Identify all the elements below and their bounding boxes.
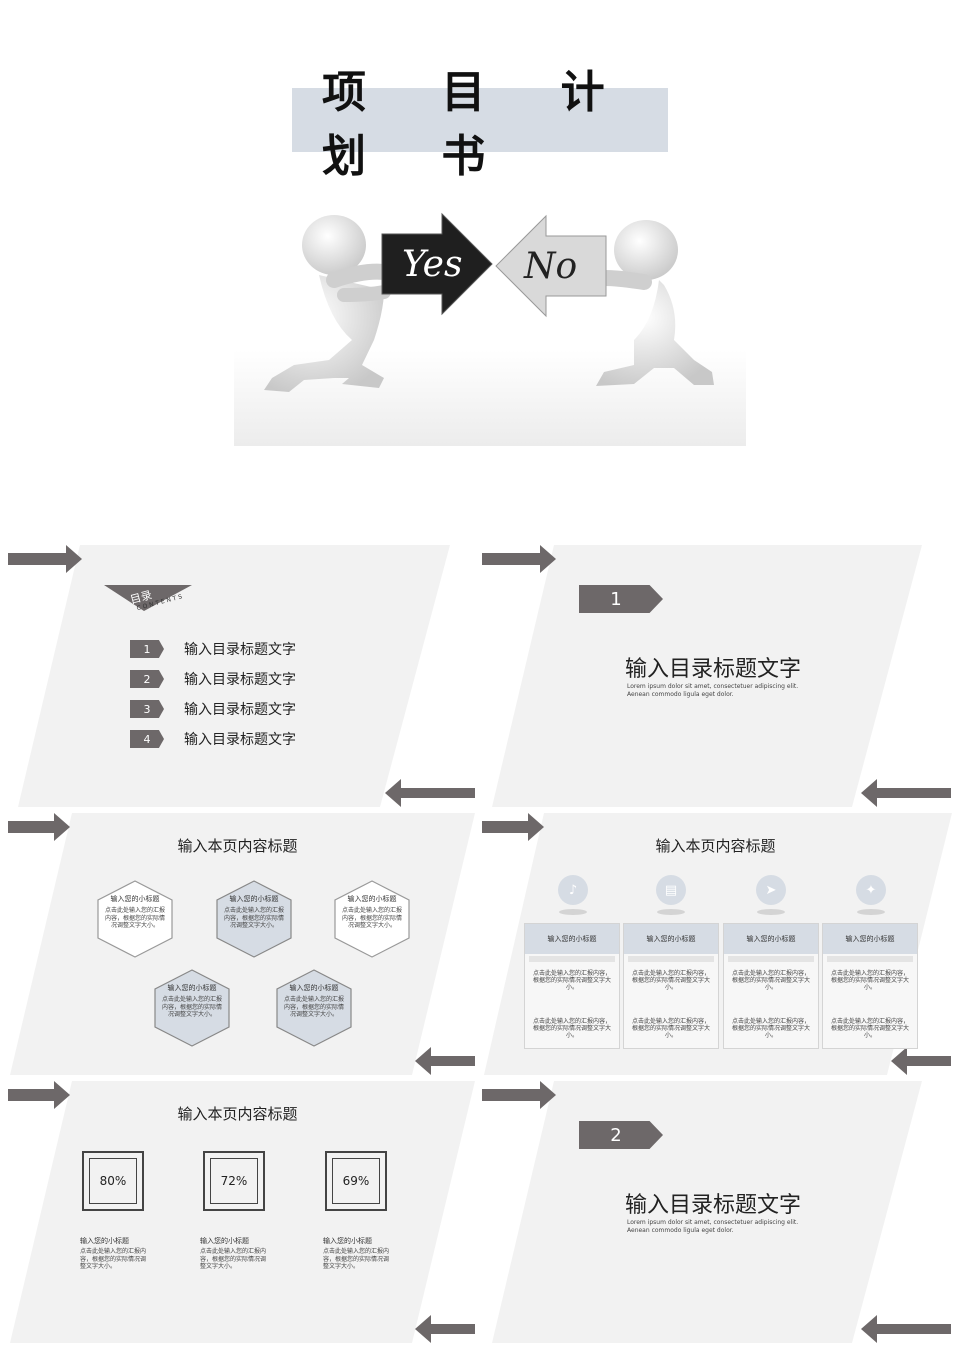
hexagon-title: 输入您的小标题 [229,895,279,903]
arrow-right-icon [8,545,82,573]
percent-title: 输入您的小标题 [80,1237,129,1245]
card-divider [728,956,814,962]
hexagon-body: 点击此处输入您的汇报内容，根据您的实际情况调整文字大小。 [162,996,223,1018]
percent-body: 点击此处输入您的汇报内容，根据您的实际情况调整文字大小。 [80,1248,147,1270]
arrow-right-icon [482,1081,556,1109]
arrow-right-icon [8,813,70,841]
percent-value: 69% [332,1158,380,1204]
arrow-right-icon [482,545,556,573]
card-divider [827,956,913,962]
hexagon-title: 输入您的小标题 [289,984,339,992]
card-divider [628,956,714,962]
contents-badge [104,585,192,611]
section-title: 输入目录标题文字 [625,1193,802,1218]
percent-title: 输入您的小标题 [200,1237,249,1245]
card-title: 输入您的小标题 [525,924,619,954]
percent-box: 69% [325,1151,387,1211]
document-icon: ▤ [656,875,686,905]
percent-box: 72% [203,1151,265,1211]
arrow-right-icon [482,813,544,841]
slide-section-1[interactable]: 1 输入目录标题文字 Lorem ipsum dolor sit amet, c… [482,545,957,807]
toc-number: 4 [130,730,164,748]
icon-shadow [657,909,685,915]
arrow-left-icon [415,1047,475,1075]
card-body: 点击此处输入您的汇报内容，根据您的实际情况调整文字大小。 [532,1018,611,1039]
percent-value: 80% [89,1158,137,1204]
toc-label: 输入目录标题文字 [184,702,296,718]
yes-label: Yes [402,244,462,285]
hexagon-card[interactable]: 输入您的小标题 点击此处输入您的汇报内容，根据您的实际情况调整文字大小。 [152,968,232,1048]
info-card[interactable]: 输入您的小标题 点击此处输入您的汇报内容，根据您的实际情况调整文字大小。 点击此… [723,923,819,1049]
percent-value: 72% [210,1158,258,1204]
slide-cards[interactable]: 输入本页内容标题 ♪ ▤ ➤ ✦ 输入您的小标题 点击此处输入您的汇报内容，根据… [482,813,957,1075]
percent-body: 点击此处输入您的汇报内容，根据您的实际情况调整文字大小。 [200,1248,267,1270]
info-card[interactable]: 输入您的小标题 点击此处输入您的汇报内容，根据您的实际情况调整文字大小。 点击此… [623,923,719,1049]
hexagon-body: 点击此处输入您的汇报内容，根据您的实际情况调整文字大小。 [284,996,345,1018]
hexagon-card[interactable]: 输入您的小标题 点击此处输入您的汇报内容，根据您的实际情况调整文字大小。 [95,879,175,959]
arrow-left-icon [861,1315,951,1343]
rocket-icon: ✦ [856,875,886,905]
page-title: 项 目 计 划 书 [292,67,668,182]
arrow-right-icon [8,1081,70,1109]
toc-item[interactable]: 3 输入目录标题文字 [130,699,296,719]
card-body: 点击此处输入您的汇报内容，根据您的实际情况调整文字大小。 [830,1018,909,1039]
slide-heading: 输入本页内容标题 [177,1105,298,1123]
section-subtitle: Lorem ipsum dolor sit amet, consectetuer… [627,683,799,698]
toc-number: 2 [130,670,164,688]
arrow-left-icon [385,779,475,807]
slide-heading: 输入本页内容标题 [177,837,298,855]
hexagon-card[interactable]: 输入您的小标题 点击此处输入您的汇报内容，根据您的实际情况调整文字大小。 [214,879,294,959]
arrow-left-icon [415,1315,475,1343]
arrow-left-icon [861,779,951,807]
card-body: 点击此处输入您的汇报内容，根据您的实际情况调整文字大小。 [631,1018,710,1039]
hexagon-body: 点击此处输入您的汇报内容，根据您的实际情况调整文字大小。 [342,907,403,929]
toc-label: 输入目录标题文字 [184,672,296,688]
slide-hexagons[interactable]: 输入本页内容标题 输入您的小标题 点击此处输入您的汇报内容，根据您的实际情况调整… [0,813,475,1075]
section-number: 2 [579,1121,663,1149]
toc-item[interactable]: 1 输入目录标题文字 [130,639,296,659]
slide-contents[interactable]: 目录 CONTENTS 1 输入目录标题文字 2 输入目录标题文字 3 输入目录… [0,545,475,807]
card-divider [529,956,615,962]
card-title: 输入您的小标题 [724,924,818,954]
card-body: 点击此处输入您的汇报内容，根据您的实际情况调整文字大小。 [631,970,710,991]
toc-item[interactable]: 2 输入目录标题文字 [130,669,296,689]
arrow-left-icon [891,1047,951,1075]
speaker-icon: ♪ [558,875,588,905]
card-title: 输入您的小标题 [624,924,718,954]
card-body: 点击此处输入您的汇报内容，根据您的实际情况调整文字大小。 [731,1018,810,1039]
icon-shadow [857,909,885,915]
hexagon-card[interactable]: 输入您的小标题 点击此处输入您的汇报内容，根据您的实际情况调整文字大小。 [332,879,412,959]
card-body: 点击此处输入您的汇报内容，根据您的实际情况调整文字大小。 [532,970,611,991]
hexagon-title: 输入您的小标题 [110,895,160,903]
hexagon-body: 点击此处输入您的汇报内容，根据您的实际情况调整文字大小。 [224,907,285,929]
toc-item[interactable]: 4 输入目录标题文字 [130,729,296,749]
yes-no-illustration: Yes No [234,200,746,446]
info-card[interactable]: 输入您的小标题 点击此处输入您的汇报内容，根据您的实际情况调整文字大小。 点击此… [822,923,918,1049]
toc-label: 输入目录标题文字 [184,642,296,658]
hexagon-card[interactable]: 输入您的小标题 点击此处输入您的汇报内容，根据您的实际情况调整文字大小。 [274,968,354,1048]
toc-label: 输入目录标题文字 [184,732,296,748]
card-body: 点击此处输入您的汇报内容，根据您的实际情况调整文字大小。 [731,970,810,991]
section-number: 1 [579,585,663,613]
icon-shadow [757,909,785,915]
paper-plane-icon: ➤ [756,875,786,905]
icon-shadow [559,909,587,915]
hexagon-title: 输入您的小标题 [167,984,217,992]
slide-section-2[interactable]: 2 输入目录标题文字 Lorem ipsum dolor sit amet, c… [482,1081,957,1343]
percent-box: 80% [82,1151,144,1211]
toc-number: 3 [130,700,164,718]
hexagon-body: 点击此处输入您的汇报内容，根据您的实际情况调整文字大小。 [105,907,166,929]
section-title: 输入目录标题文字 [625,657,802,682]
no-label: No [523,246,577,287]
slide-heading: 输入本页内容标题 [655,837,776,855]
section-subtitle: Lorem ipsum dolor sit amet, consectetuer… [627,1219,799,1234]
card-body: 点击此处输入您的汇报内容，根据您的实际情况调整文字大小。 [830,970,909,991]
hexagon-title: 输入您的小标题 [347,895,397,903]
percent-title: 输入您的小标题 [323,1237,372,1245]
toc-number: 1 [130,640,164,658]
slide-percentages[interactable]: 输入本页内容标题 80% 输入您的小标题 点击此处输入您的汇报内容，根据您的实际… [0,1081,475,1343]
card-title: 输入您的小标题 [823,924,917,954]
percent-body: 点击此处输入您的汇报内容，根据您的实际情况调整文字大小。 [323,1248,390,1270]
info-card[interactable]: 输入您的小标题 点击此处输入您的汇报内容，根据您的实际情况调整文字大小。 点击此… [524,923,620,1049]
